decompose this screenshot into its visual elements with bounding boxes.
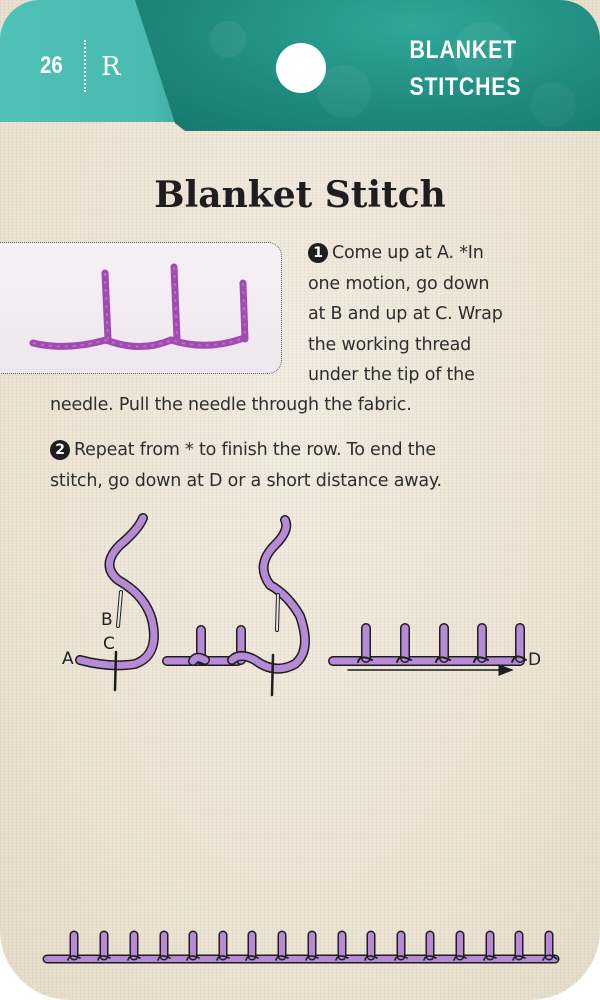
decorative-stitch-row	[42, 930, 560, 964]
category-title: BLANKET STITCHES	[400, 32, 526, 106]
step-1-line: under the tip of the	[308, 365, 475, 385]
label-c: C	[103, 634, 115, 654]
diagram-step-a	[75, 513, 159, 692]
header-divider	[84, 40, 86, 92]
header-tab-right	[135, 0, 600, 131]
step-1-continuation: needle. Pull the needle through the fabr…	[50, 395, 412, 415]
category-line-2: STITCHES	[409, 73, 522, 101]
diagram-step-b	[162, 515, 310, 697]
step-1-line: Come up at A. *In	[332, 243, 484, 263]
step-1-line: at B and up at C. Wrap	[308, 304, 503, 324]
side-letter: R	[101, 52, 121, 82]
step-1-line: the working thread	[308, 334, 472, 355]
label-a: A	[62, 649, 74, 669]
label-b: B	[101, 610, 113, 630]
page-number: 26	[40, 52, 63, 79]
step-2-line: stitch, go down at D or a short distance…	[50, 470, 442, 491]
page-title: Blanket Stitch	[154, 174, 446, 216]
step-2-line: Repeat from * to finish the row. To end …	[74, 440, 436, 460]
step-2-badge: 2	[50, 440, 70, 460]
diagram-step-c	[328, 623, 527, 676]
label-d: D	[528, 650, 542, 670]
purple-thread-icon	[29, 263, 249, 350]
ring-hole	[276, 43, 326, 93]
step-1-line: one motion, go down	[308, 273, 490, 294]
category-line-1: BLANKET	[409, 36, 517, 64]
step-1-badge: 1	[308, 243, 328, 263]
stitch-photo	[0, 242, 282, 374]
